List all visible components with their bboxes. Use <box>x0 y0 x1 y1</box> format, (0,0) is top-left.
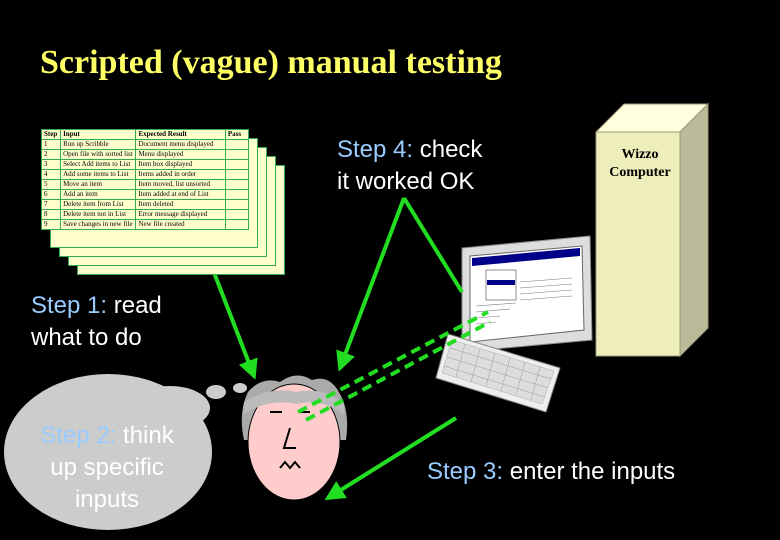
computer-label-line1: Wizzo <box>621 147 659 162</box>
step2-text-line3: inputs <box>74 486 140 513</box>
table-row: 2 Open file with sorted list Menu displa… <box>40 149 250 160</box>
step2-label: Step 2: think up specific inputs <box>12 420 202 516</box>
computer-label-line2: Computer <box>609 165 671 180</box>
table-row: 7 Delete item from List Item deleted <box>40 199 250 210</box>
thought-bubble-tiny <box>233 383 247 393</box>
table-row: 4 Add some items to List Items added in … <box>40 169 250 180</box>
column-header-expected: Expected Result <box>135 129 226 140</box>
monitor <box>461 235 593 353</box>
arrow-enter-inputs <box>324 416 458 501</box>
table-row: 3 Select Add items to List Item box disp… <box>40 159 250 170</box>
test-script-table: Step Input Expected Result Pass 1 Run up… <box>40 129 250 230</box>
step4-label: Step 4: check it worked OK <box>337 134 482 198</box>
step2-number: Step 2: <box>40 422 117 449</box>
arrow-check-result <box>336 197 406 372</box>
column-header-pass: Pass <box>224 129 250 140</box>
step2-text-line2: up specific <box>50 454 164 481</box>
nose <box>282 427 296 449</box>
mouth <box>279 460 301 470</box>
step4-text-line1: check <box>419 136 483 163</box>
table-row: 1 Run up Scribble Document menu displaye… <box>40 139 250 150</box>
tower-computer <box>594 102 710 358</box>
step3-text: enter the inputs <box>509 458 676 485</box>
column-header-input: Input <box>60 129 137 140</box>
table-header-row: Step Input Expected Result Pass <box>40 129 250 140</box>
step1-label: Step 1: read what to do <box>31 290 162 354</box>
window-titlebar <box>472 248 580 266</box>
step3-number: Step 3: <box>427 458 504 485</box>
step4-text-line2: it worked OK <box>337 168 475 195</box>
gaze-line-upper <box>297 310 489 414</box>
step1-text-line2: what to do <box>31 324 142 351</box>
thought-bubble-small <box>206 385 226 399</box>
step1-number: Step 1: <box>31 292 108 319</box>
thought-cloud <box>4 374 247 530</box>
keyboard <box>435 333 561 413</box>
step4-number: Step 4: <box>337 136 414 163</box>
tester-head <box>241 375 348 501</box>
column-header-step: Step <box>40 129 62 140</box>
gaze-line-lower <box>305 320 491 422</box>
table-row: 5 Move an item Item moved, list unsorted <box>40 179 250 190</box>
step1-text-line1: read <box>113 292 162 319</box>
step3-label: Step 3: enter the inputs <box>427 456 675 488</box>
table-row: 9 Save changes in new file New file crea… <box>40 219 250 230</box>
table-row: 8 Delete item not in List Error message … <box>40 209 250 220</box>
slide-title: Scripted (vague) manual testing <box>40 44 502 81</box>
step2-text-line1: think <box>123 422 174 449</box>
table-row: 6 Add an item Item added at end of List <box>40 189 250 200</box>
computer-label: Wizzo Computer <box>596 146 684 182</box>
arrow-check-from-screen <box>402 196 464 294</box>
